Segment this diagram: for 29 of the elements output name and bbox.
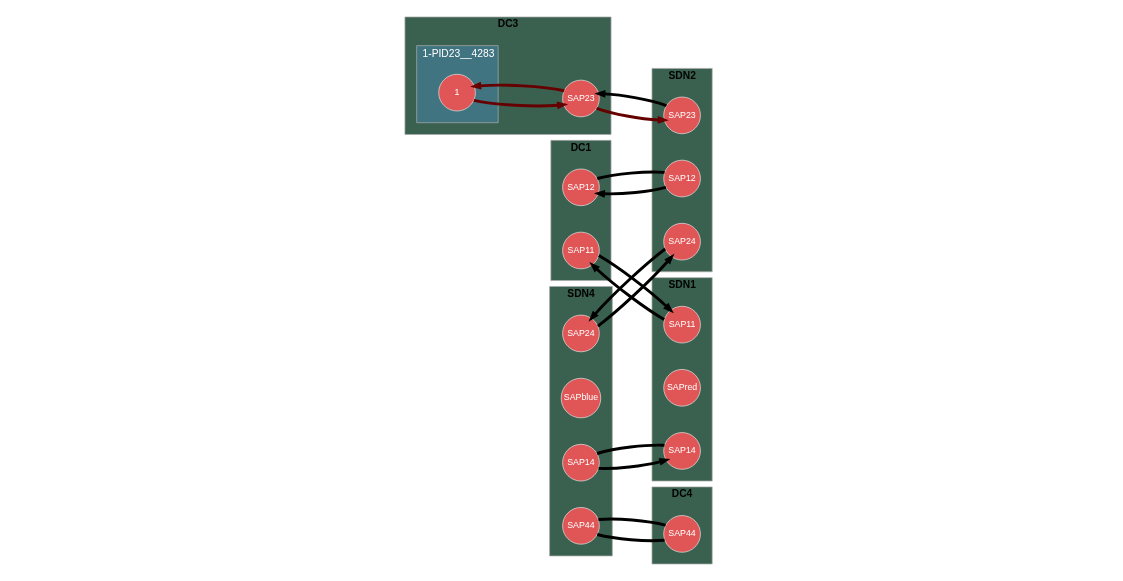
node-circle: SAP24 — [663, 222, 701, 261]
arrow — [594, 90, 667, 107]
node-circle: SAPred — [663, 369, 701, 407]
node-circle: SAP12 — [562, 168, 600, 207]
node-circle: SAP11 — [562, 231, 600, 270]
node-circle: SAP11 — [663, 305, 701, 344]
arrow — [473, 98, 569, 110]
node-circle: SAP23 — [562, 79, 600, 118]
arrow — [598, 254, 674, 314]
connector — [596, 170, 665, 180]
node-circle: SAP14 — [562, 443, 600, 482]
arrow — [597, 253, 675, 328]
arrow — [470, 81, 565, 93]
node-circle: SAP14 — [663, 432, 701, 470]
arrow — [589, 261, 665, 321]
connector — [596, 443, 665, 455]
node-circle: SAP24 — [562, 314, 600, 353]
connector — [598, 517, 666, 527]
connector — [596, 533, 665, 543]
arrow — [593, 185, 667, 198]
node-circle: SAP44 — [663, 515, 701, 553]
node-circle: 1 — [438, 73, 476, 112]
node-circle: SAP44 — [562, 507, 600, 545]
node-circle: SAPblue — [560, 377, 602, 419]
arrow — [588, 247, 667, 322]
node-circle: SAP12 — [663, 159, 701, 198]
arrow — [598, 458, 671, 470]
node-circle: SAP23 — [663, 96, 701, 135]
arrow — [596, 106, 669, 124]
